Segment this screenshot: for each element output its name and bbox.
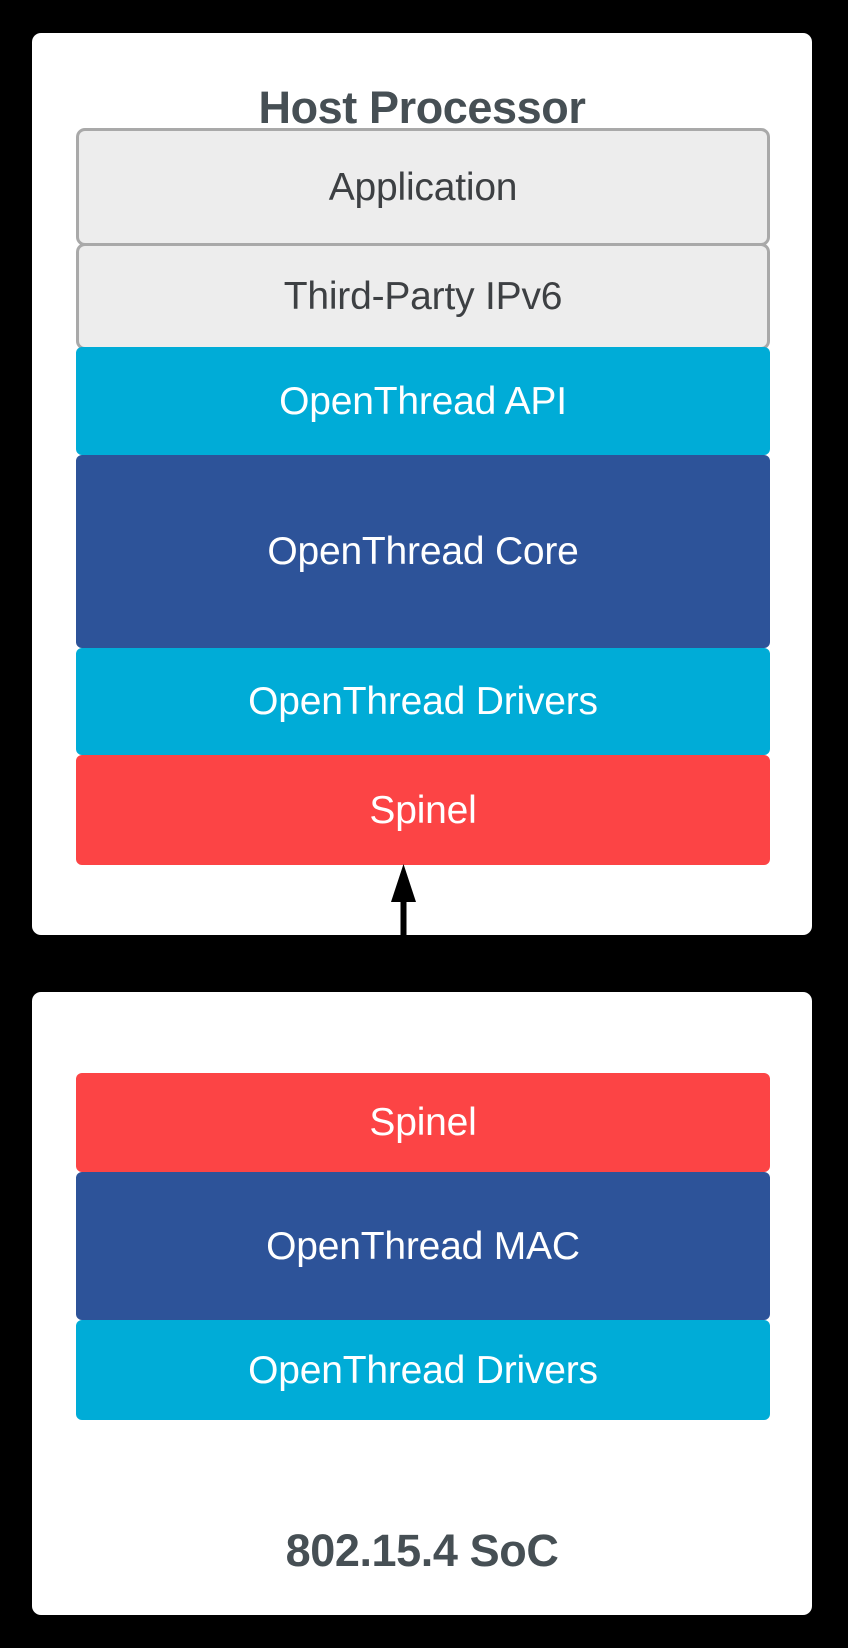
- layer-application-label: Application: [328, 165, 518, 209]
- layer-application[interactable]: Application: [76, 128, 770, 246]
- layer-openthread-drivers-soc-label: OpenThread Drivers: [248, 1348, 598, 1392]
- layer-spinel-host[interactable]: Spinel: [76, 755, 770, 865]
- host-processor-title: Host Processor: [258, 82, 586, 133]
- layer-spinel-soc[interactable]: Spinel: [76, 1073, 770, 1172]
- layer-openthread-drivers-host-label: OpenThread Drivers: [248, 680, 598, 723]
- host-processor-card: Host Processor Application Third-Party I…: [32, 33, 812, 935]
- layer-openthread-core-label: OpenThread Core: [267, 530, 579, 573]
- layer-spinel-host-label: Spinel: [369, 788, 477, 832]
- layer-openthread-drivers-soc[interactable]: OpenThread Drivers: [76, 1320, 770, 1420]
- layer-openthread-mac-label: OpenThread MAC: [266, 1224, 580, 1268]
- layer-third-party-ipv6[interactable]: Third-Party IPv6: [76, 243, 770, 350]
- layer-openthread-mac[interactable]: OpenThread MAC: [76, 1172, 770, 1320]
- layer-openthread-drivers-host[interactable]: OpenThread Drivers: [76, 648, 770, 755]
- layer-third-party-ipv6-label: Third-Party IPv6: [283, 275, 563, 318]
- layer-spinel-soc-label: Spinel: [369, 1101, 477, 1144]
- soc-title: 802.15.4 SoC: [285, 1525, 559, 1576]
- layer-openthread-api-label: OpenThread API: [279, 379, 567, 423]
- soc-card: Spinel OpenThread MAC OpenThread Drivers…: [32, 992, 812, 1615]
- layer-openthread-core[interactable]: OpenThread Core: [76, 455, 770, 648]
- layer-openthread-api[interactable]: OpenThread API: [76, 347, 770, 455]
